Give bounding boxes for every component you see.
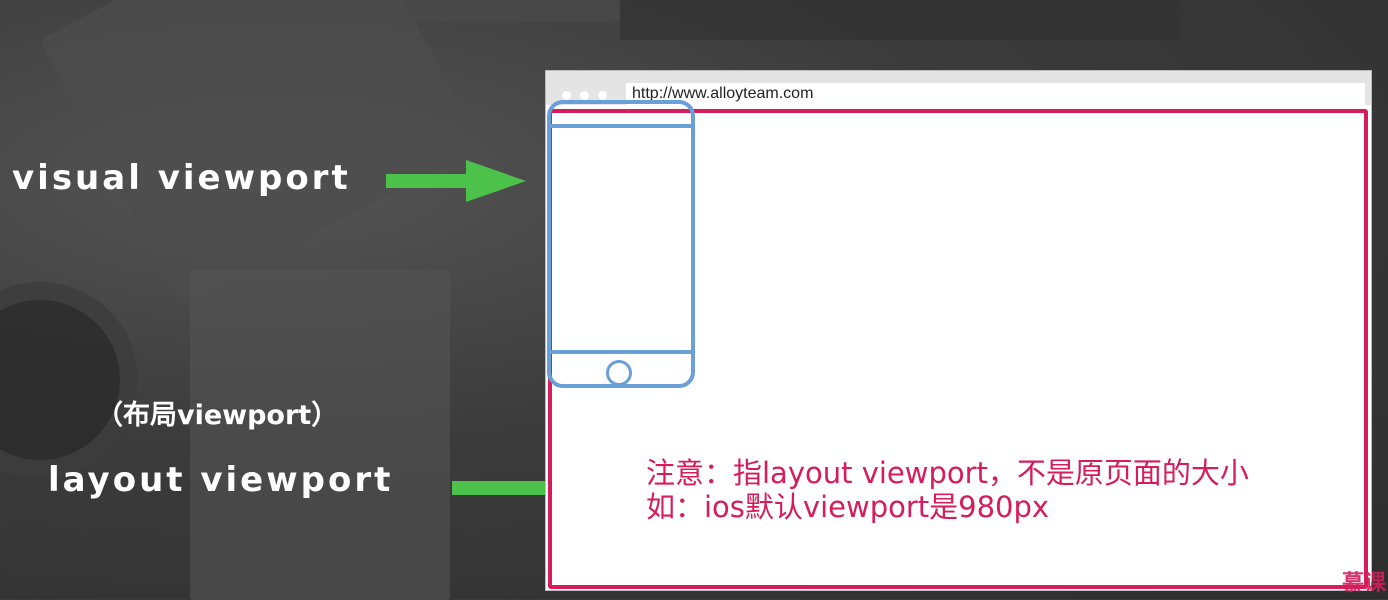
note-line-2: 如：ios默认viewport是980px [646,490,1050,524]
note-line-1: 注意：指layout viewport，不是原页面的大小 [646,456,1249,490]
phone-top-bezel [551,124,691,128]
background-keyboard [300,0,620,22]
watermark-logo: 慕课 [1341,571,1386,596]
phone-bottom-bezel [551,350,691,354]
background-cup [0,300,120,460]
background-books [620,0,1180,40]
background-book [40,0,482,305]
layout-viewport-label: layout viewport [48,460,394,500]
visual-viewport-label: visual viewport [12,158,351,198]
layout-viewport-cn-label: （布局viewport） [96,400,339,431]
phone-home-button-icon [606,360,632,386]
background-notebook [190,270,450,600]
phone-outline-icon [547,100,695,388]
note-text: 注意：指layout viewport，不是原页面的大小 如：ios默认view… [646,456,1249,524]
window-dot-icon [562,91,571,100]
browser-titlebar: http://www.alloyteam.com [546,71,1371,105]
window-dot-icon [598,91,607,100]
browser-window: http://www.alloyteam.com 注意：指layout view… [545,70,1372,591]
window-dot-icon [580,91,589,100]
right-arrow-icon [386,160,526,202]
address-bar[interactable]: http://www.alloyteam.com [626,83,1365,105]
